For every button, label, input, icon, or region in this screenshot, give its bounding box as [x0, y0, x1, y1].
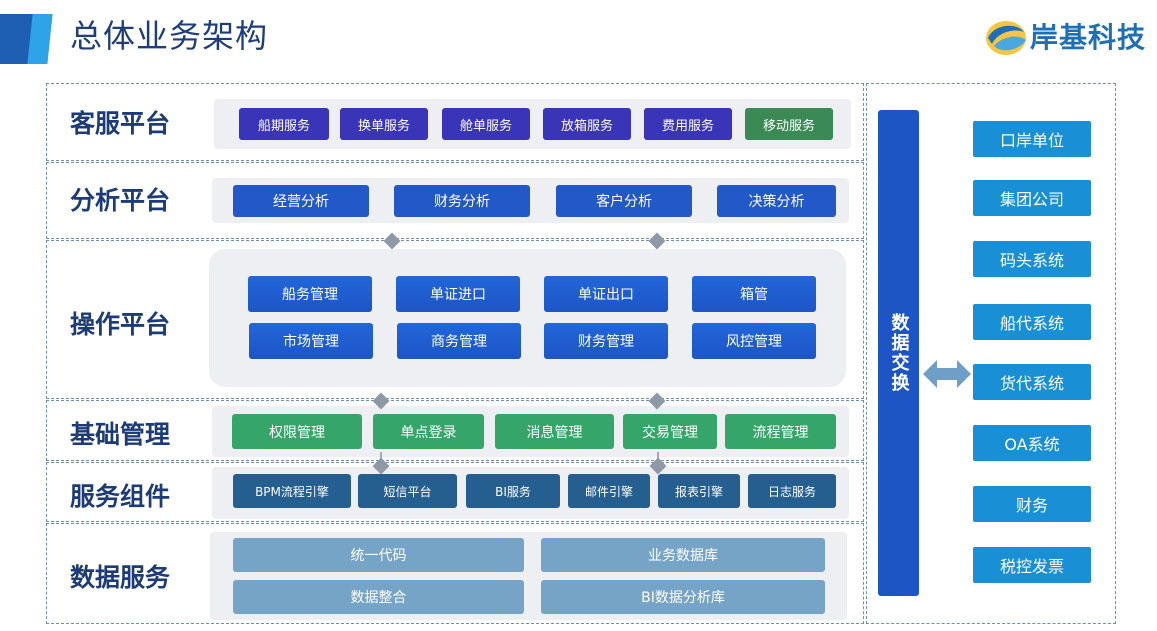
- component-btn-log[interactable]: 日志服务: [748, 474, 836, 508]
- operation-btn-market[interactable]: 市场管理: [249, 323, 373, 359]
- data-btn-unified-code[interactable]: 统一代码: [233, 538, 524, 572]
- component-btn-report[interactable]: 报表引擎: [658, 474, 740, 508]
- external-tax-invoice[interactable]: 税控发票: [973, 547, 1091, 583]
- operation-btn-doc-import[interactable]: 单证进口: [396, 276, 520, 312]
- row-title-components: 服务组件: [70, 482, 171, 511]
- external-oa-system[interactable]: OA系统: [973, 425, 1091, 461]
- data-btn-integration[interactable]: 数据整合: [233, 580, 524, 614]
- page-title: 总体业务架构: [70, 17, 269, 55]
- data-btn-business-db[interactable]: 业务数据库: [541, 538, 825, 572]
- service-btn-exchange[interactable]: 换单服务: [340, 108, 428, 140]
- operation-btn-doc-export[interactable]: 单证出口: [544, 276, 668, 312]
- row-title-data: 数据服务: [70, 563, 171, 592]
- basic-btn-message[interactable]: 消息管理: [495, 414, 614, 449]
- row-title-operation: 操作平台: [70, 310, 171, 339]
- operation-btn-risk[interactable]: 风控管理: [692, 323, 816, 359]
- component-btn-bpm[interactable]: BPM流程引擎: [233, 474, 351, 508]
- service-btn-manifest[interactable]: 舱单服务: [442, 108, 530, 140]
- component-btn-bi[interactable]: BI服务: [466, 474, 560, 508]
- operation-btn-business[interactable]: 商务管理: [397, 323, 521, 359]
- service-btn-release[interactable]: 放箱服务: [543, 108, 631, 140]
- header-accent-bar-light: [27, 14, 53, 64]
- row-title-analysis: 分析平台: [70, 186, 171, 215]
- basic-btn-workflow[interactable]: 流程管理: [725, 414, 836, 449]
- external-terminal-system[interactable]: 码头系统: [973, 241, 1091, 277]
- data-exchange-bar[interactable]: 数据交换: [878, 110, 919, 596]
- row-title-basic: 基础管理: [70, 420, 171, 449]
- double-arrow-icon: [923, 360, 971, 388]
- basic-btn-sso[interactable]: 单点登录: [373, 414, 484, 449]
- component-btn-sms[interactable]: 短信平台: [358, 474, 457, 508]
- external-finance[interactable]: 财务: [973, 486, 1091, 522]
- basic-btn-transaction[interactable]: 交易管理: [623, 414, 717, 449]
- data-exchange-label: 数据交换: [888, 313, 910, 393]
- operation-panel: [209, 249, 846, 387]
- operation-btn-container[interactable]: 箱管: [692, 276, 816, 312]
- external-group-company[interactable]: 集团公司: [973, 180, 1091, 216]
- service-btn-mobile[interactable]: 移动服务: [745, 108, 833, 140]
- service-btn-schedule[interactable]: 船期服务: [239, 108, 329, 140]
- component-btn-mail[interactable]: 邮件引擎: [568, 474, 650, 508]
- row-title-customer: 客服平台: [70, 109, 171, 138]
- external-freight-agent-system[interactable]: 货代系统: [973, 364, 1091, 400]
- operation-btn-shipping[interactable]: 船务管理: [248, 276, 372, 312]
- operation-btn-finance[interactable]: 财务管理: [544, 323, 668, 359]
- service-btn-fee[interactable]: 费用服务: [644, 108, 732, 140]
- analysis-btn-operating[interactable]: 经营分析: [233, 185, 369, 217]
- external-ship-agent-system[interactable]: 船代系统: [973, 304, 1091, 340]
- brand-logo-icon: [986, 21, 1026, 55]
- analysis-btn-finance[interactable]: 财务分析: [394, 185, 530, 217]
- basic-btn-permission[interactable]: 权限管理: [232, 414, 362, 449]
- analysis-btn-customer[interactable]: 客户分析: [556, 185, 692, 217]
- data-btn-bi-db[interactable]: BI数据分析库: [541, 580, 825, 614]
- brand-name: 岸基科技: [1030, 21, 1147, 54]
- external-port-authority[interactable]: 口岸单位: [973, 121, 1091, 157]
- analysis-btn-decision[interactable]: 决策分析: [717, 185, 836, 217]
